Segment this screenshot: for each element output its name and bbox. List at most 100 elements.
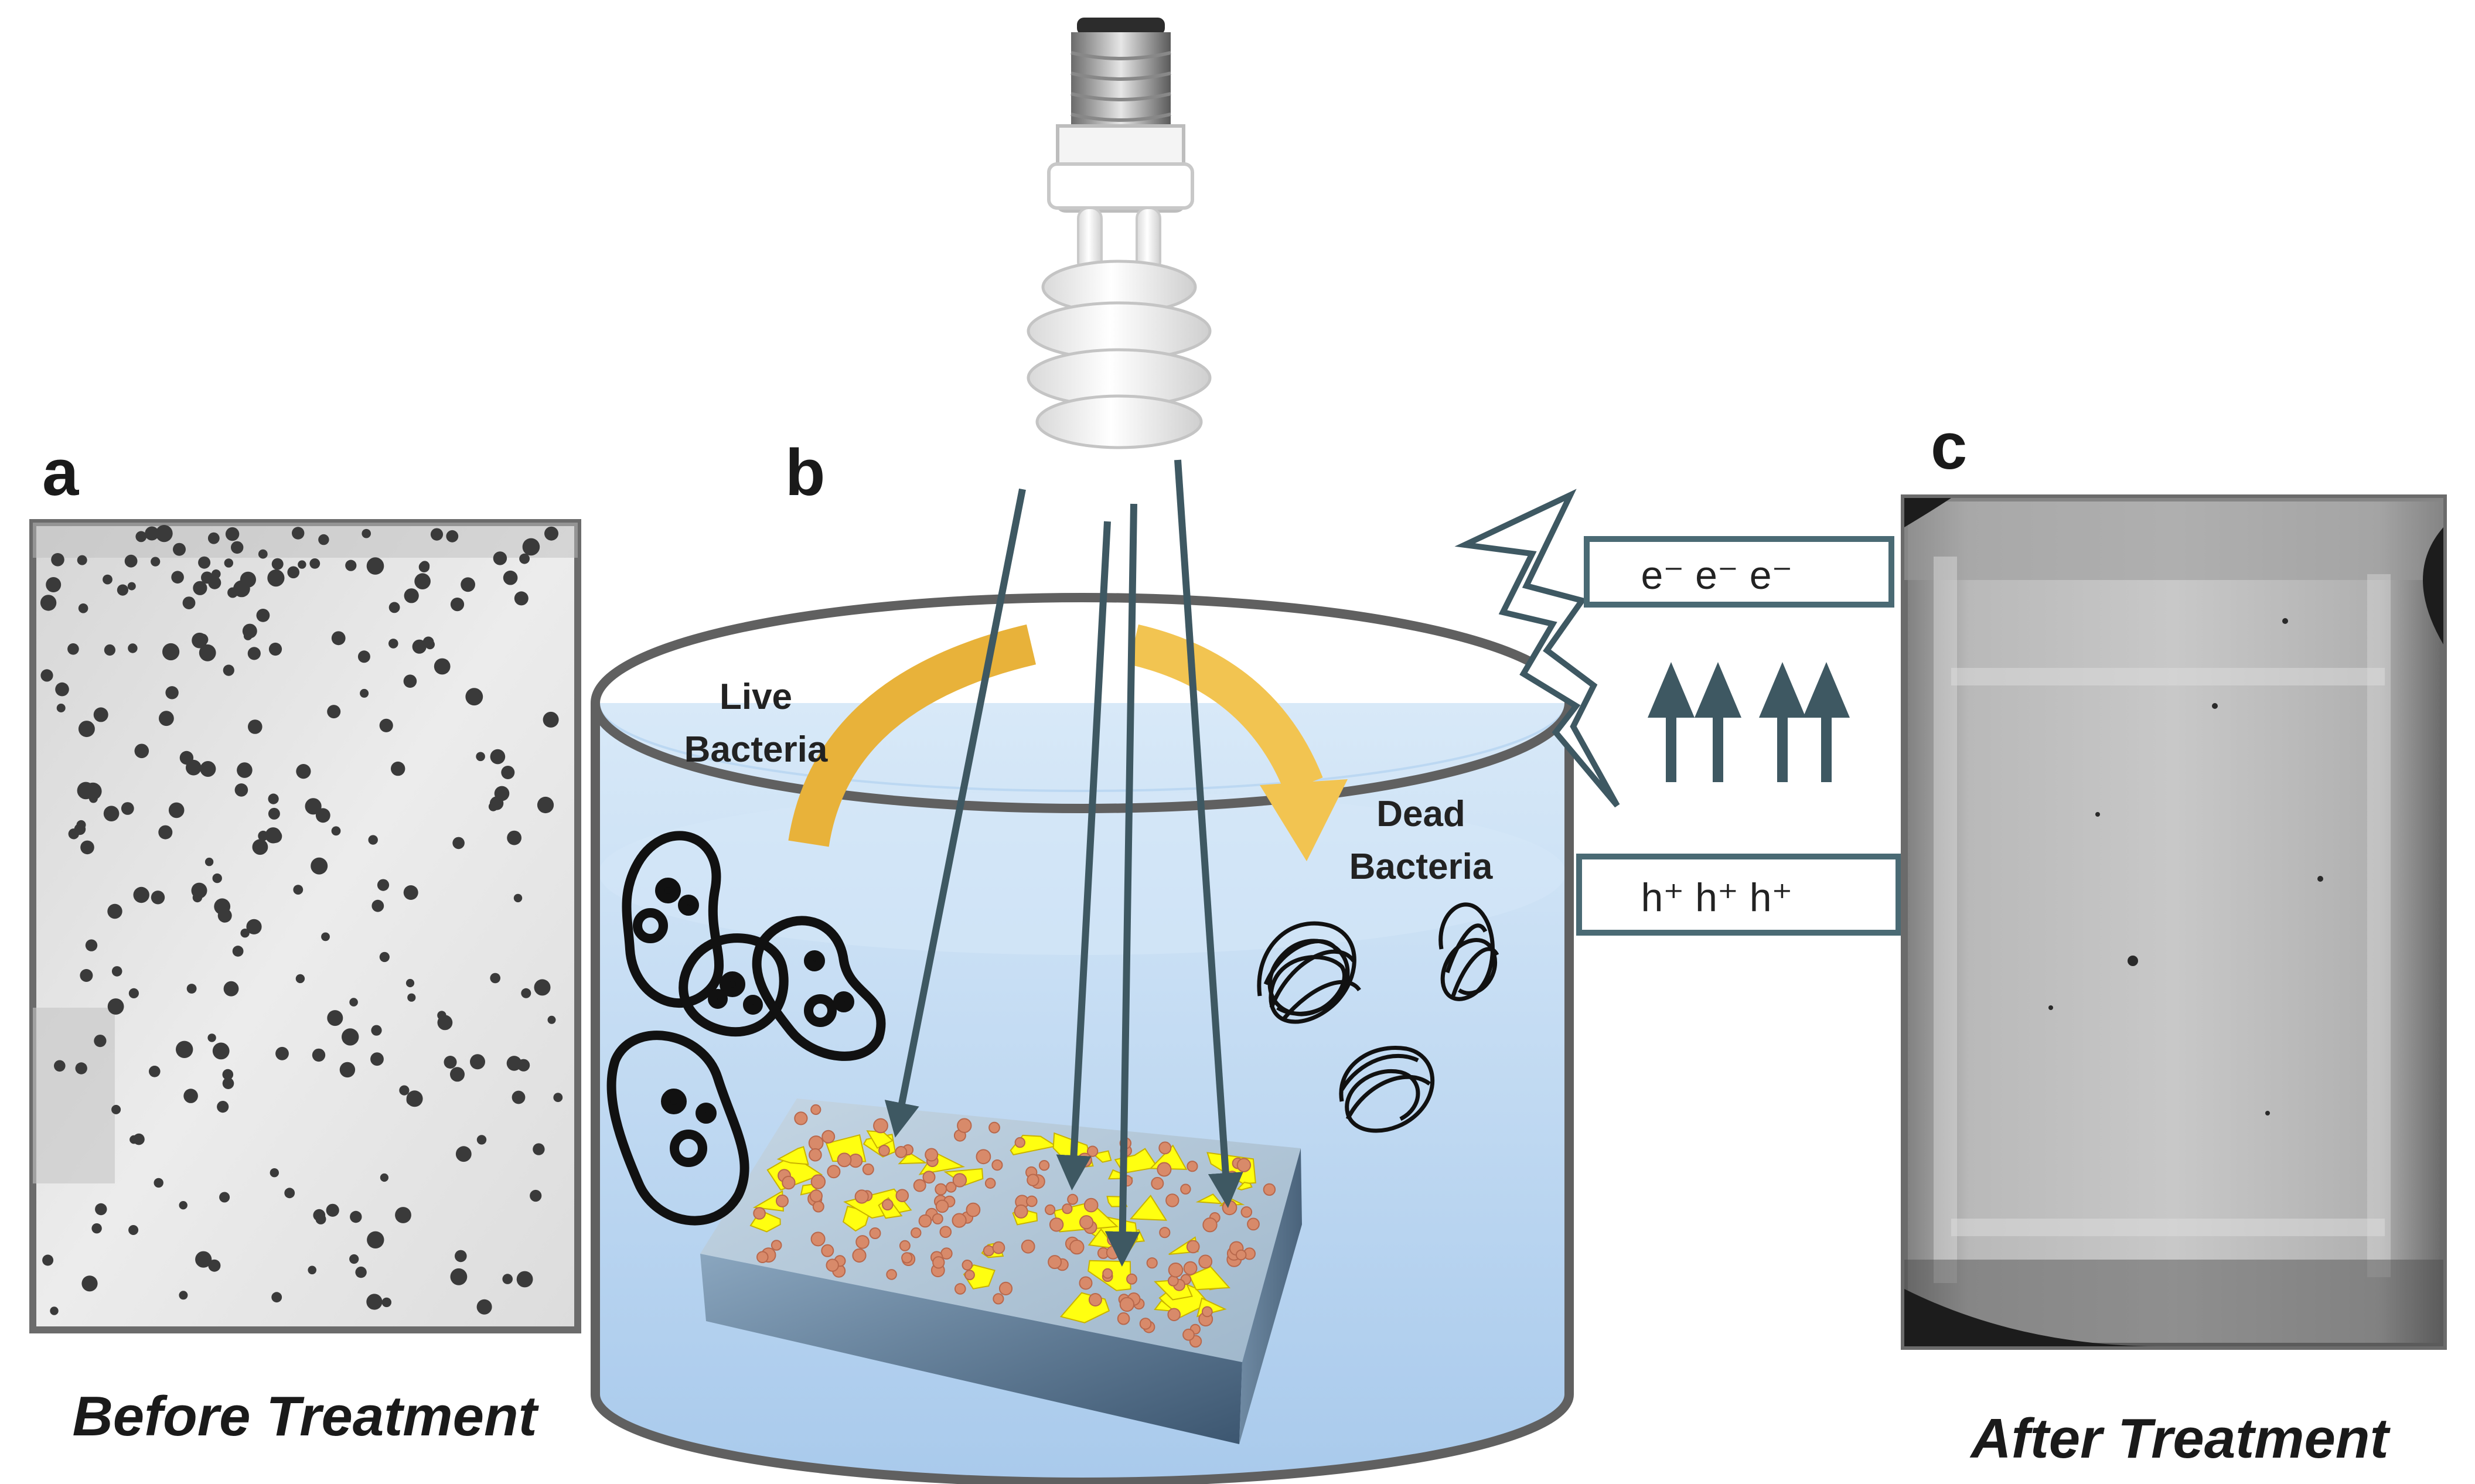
colony-dot xyxy=(128,643,138,653)
colony-dot xyxy=(502,1274,513,1284)
colony-dot xyxy=(391,761,405,776)
colony-dot xyxy=(237,762,253,778)
colony-dot xyxy=(158,825,173,840)
colony-dot xyxy=(519,553,530,564)
nanoparticle-dot xyxy=(922,1171,936,1184)
nanoparticle-dot xyxy=(1180,1183,1191,1195)
nanoparticle-dot xyxy=(1107,1233,1120,1247)
nanoparticle-dot xyxy=(911,1227,922,1239)
nanoparticle-dot xyxy=(873,1118,888,1134)
colony-dot xyxy=(452,837,465,850)
nanoparticle-dot xyxy=(899,1240,911,1251)
colony-dot xyxy=(494,786,510,801)
colony-dot xyxy=(450,1067,465,1082)
colony-dot xyxy=(124,554,138,568)
colony-dot xyxy=(258,830,268,841)
after-treatment-photo xyxy=(1901,494,2447,1350)
colony-dot xyxy=(183,1089,198,1103)
nanoparticle-dot xyxy=(1021,1239,1035,1254)
colony-dot xyxy=(128,1225,139,1235)
colony-dot xyxy=(133,886,149,903)
colony-dot xyxy=(268,830,282,843)
colony-dot xyxy=(547,1015,556,1024)
panel-letter-b: b xyxy=(785,436,825,509)
nanoparticle-dot xyxy=(984,1178,996,1189)
colony-dot xyxy=(418,561,430,572)
colony-dot xyxy=(360,688,369,698)
colony-dot xyxy=(127,582,136,591)
colony-dot xyxy=(107,998,124,1015)
colony-dot xyxy=(377,879,390,891)
colony-dot xyxy=(490,973,500,984)
catalyst-flake xyxy=(776,1146,809,1165)
colony-dot xyxy=(444,1056,457,1069)
colony-dot xyxy=(349,1254,359,1264)
nanoparticle-dot xyxy=(1027,1173,1039,1186)
colony-dot xyxy=(271,1292,282,1303)
colony-dot xyxy=(350,1210,362,1223)
colony-dot xyxy=(207,532,220,544)
colony-dot xyxy=(111,966,122,977)
colony-dot xyxy=(270,1168,279,1178)
nanoparticle-dot xyxy=(1014,1137,1026,1148)
nanoparticle-dot xyxy=(1048,1255,1062,1270)
nanoparticle-dot xyxy=(993,1293,1004,1305)
nanoparticle-dot xyxy=(1106,1246,1120,1260)
nanoparticle-dot xyxy=(935,1183,947,1196)
nanoparticle-dot xyxy=(925,1148,939,1162)
colony-dot xyxy=(450,1268,468,1285)
nanoparticle-dot xyxy=(886,1269,897,1280)
panel-letter-c: c xyxy=(1931,410,1967,483)
colony-dot xyxy=(512,1090,526,1104)
colony-dot xyxy=(240,929,250,938)
colony-dot xyxy=(208,1259,221,1272)
colony-dot xyxy=(530,1189,542,1202)
nanoparticle-dot xyxy=(810,1231,826,1247)
colony-dot xyxy=(407,993,416,1002)
colony-dot xyxy=(195,1251,212,1268)
colony-dot xyxy=(222,1077,234,1089)
colony-dot xyxy=(162,643,180,661)
nanoparticle-dot xyxy=(1049,1217,1064,1232)
nanoparticle-dot xyxy=(776,1194,789,1207)
nanoparticle-dot xyxy=(809,1148,822,1162)
colony-dot xyxy=(476,1299,492,1315)
colony-dot xyxy=(248,719,262,734)
dead-bacteria-icons xyxy=(1257,902,1499,1133)
colony-dot xyxy=(380,1173,389,1182)
nanoparticle-dot xyxy=(962,1260,973,1271)
colony-dot xyxy=(80,840,94,855)
nanoparticle-dot xyxy=(1067,1193,1078,1205)
nanoparticle-dot xyxy=(809,1189,823,1203)
nanoparticle-dot xyxy=(794,1111,808,1125)
conversion-arrow-icon xyxy=(788,624,1348,861)
colony-dot xyxy=(293,885,304,895)
colony-dot xyxy=(54,1060,66,1072)
colony-dot xyxy=(381,1297,391,1308)
colony-dot xyxy=(318,534,329,545)
excitation-arrows xyxy=(1648,662,1850,782)
nanoparticle-dot xyxy=(810,1174,826,1189)
nanoparticle-dot xyxy=(988,1121,1000,1134)
lightning-icon xyxy=(1454,489,1620,808)
colony-dot xyxy=(85,939,98,951)
nanoparticle-dot xyxy=(1069,1239,1085,1255)
colony-dot xyxy=(388,602,400,613)
nanoparticle-dot xyxy=(1026,1195,1038,1207)
colony-dot xyxy=(231,541,244,554)
nanoparticle-dot xyxy=(1117,1312,1130,1325)
colony-dot xyxy=(78,721,95,738)
colony-dot xyxy=(46,577,62,592)
colony-dot xyxy=(470,1054,485,1070)
colony-dot xyxy=(379,951,390,963)
colony-dot xyxy=(212,569,221,579)
colony-dot xyxy=(75,1062,87,1074)
colony-dot xyxy=(212,1042,230,1060)
colony-dot xyxy=(399,1085,410,1096)
nanoparticle-dot xyxy=(1235,1249,1247,1261)
nanoparticle-dot xyxy=(1168,1263,1184,1278)
label-live-line1: Live xyxy=(720,677,792,717)
colony-dot xyxy=(357,650,370,663)
colony-dot xyxy=(309,558,321,569)
